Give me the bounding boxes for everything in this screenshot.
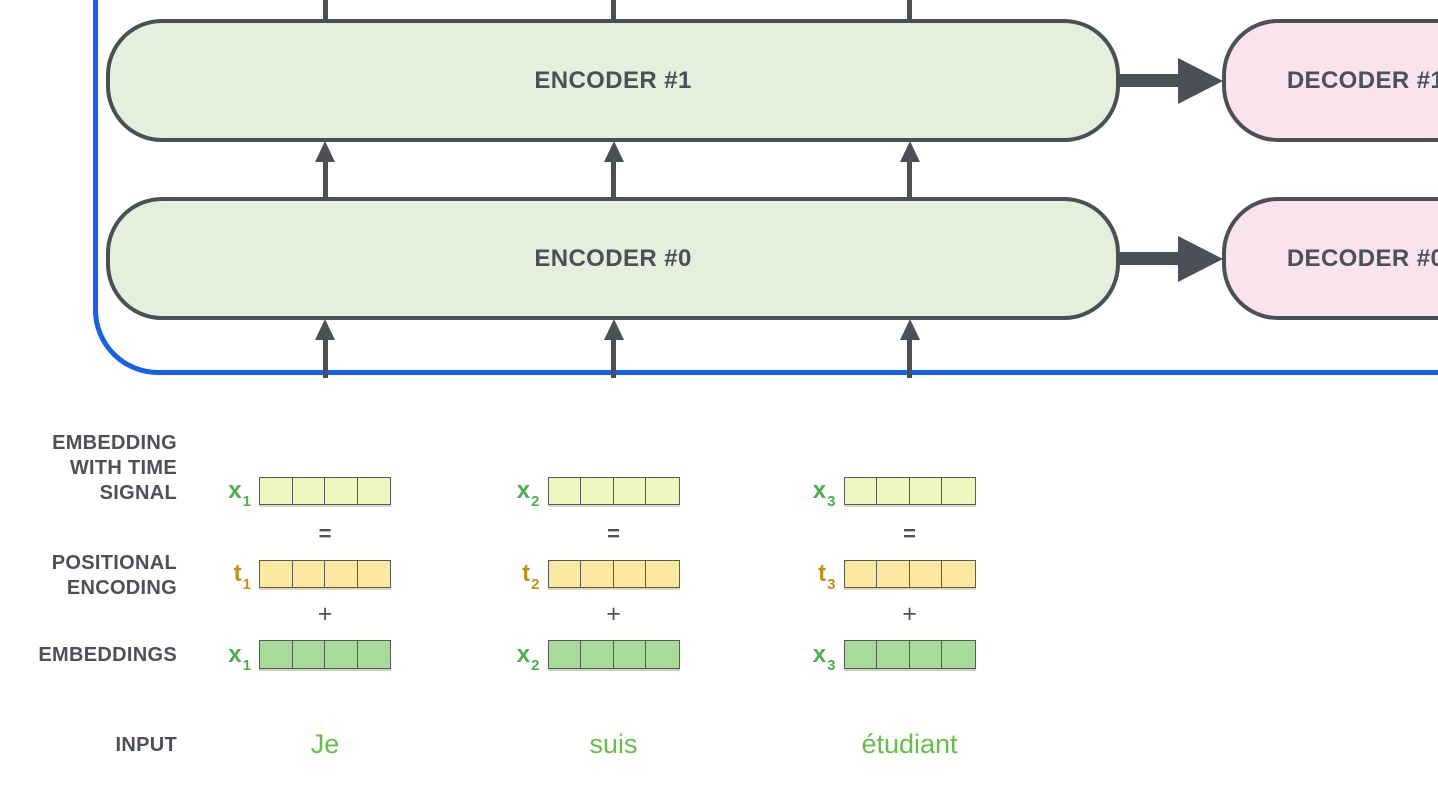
encoder-stack-frame: [93, 0, 1438, 375]
vector-label-t1: t1: [233, 560, 251, 593]
label-positional-encoding: POSITIONAL ENCODING: [51, 552, 177, 599]
plus-sign: +: [902, 600, 917, 628]
decoder-0-label: DECODER #0: [1286, 244, 1438, 272]
vector-label-x3-embedding: x3: [812, 641, 836, 674]
input-word: Je: [310, 729, 340, 759]
embedding-with-time-vector: [547, 477, 680, 505]
up-arrow-stem: [907, 0, 912, 21]
up-arrow-stem: [611, 0, 616, 21]
label-input: INPUT: [115, 734, 177, 756]
vector-label-x1-embedding: x1: [228, 641, 251, 674]
vector-cell: [291, 640, 326, 669]
vector-cell: [580, 477, 615, 505]
vector-cell: [324, 560, 359, 588]
up-arrow-stem: [322, 0, 328, 21]
vector-cell: [843, 560, 878, 588]
vector-cell: [324, 640, 359, 669]
vector-cell: [291, 560, 326, 588]
embedding-with-time-vector: [843, 477, 976, 505]
vector-cell: [843, 477, 878, 505]
plus-sign: +: [606, 600, 621, 628]
vector-cell: [645, 477, 680, 505]
vector-cell: [941, 560, 976, 588]
vector-cell: [547, 640, 582, 669]
vector-cell: [547, 477, 582, 505]
equals-sign: =: [903, 521, 916, 546]
vector-cell: [356, 560, 391, 588]
positional-encoding-vector: [843, 560, 976, 588]
encoder-0-label: ENCODER #0: [534, 244, 692, 272]
vector-cell: [876, 560, 911, 588]
decoder-1-label: DECODER #1: [1286, 66, 1438, 94]
positional-encoding-vector: [547, 560, 680, 588]
vector-cell: [612, 640, 647, 669]
label-embedding-with-time-signal: EMBEDDING WITH TIME SIGNAL: [52, 432, 177, 504]
decoder-1-box: DECODER #1: [1222, 19, 1438, 142]
vector-cell: [941, 640, 976, 669]
vector-cell: [876, 477, 911, 505]
vector-label-x1: x1: [228, 477, 251, 510]
label-embeddings: EMBEDDINGS: [38, 644, 177, 666]
vector-label-t2: t2: [522, 560, 540, 593]
plus-sign: +: [317, 600, 333, 628]
vector-label-x2: x2: [516, 477, 540, 510]
vector-cell: [612, 477, 647, 505]
vector-cell: [580, 560, 615, 588]
token-column-2: x2 = t2 + x2 suis: [517, 0, 680, 793]
vector-cell: [908, 560, 943, 588]
vector-label-x3: x3: [812, 477, 836, 510]
vector-label-t3: t3: [818, 560, 836, 593]
equals-sign: =: [318, 521, 332, 546]
vector-cell: [259, 477, 294, 505]
embedding-vector: [547, 640, 680, 669]
vector-cell: [580, 640, 615, 669]
vector-cell: [645, 640, 680, 669]
encoder-1-box: ENCODER #1: [106, 19, 1120, 142]
vector-cell: [324, 477, 359, 505]
vector-cell: [259, 640, 294, 669]
vector-cell: [908, 640, 943, 669]
embedding-with-time-vector: [259, 477, 391, 505]
input-word: étudiant: [861, 729, 958, 759]
input-word: suis: [589, 729, 638, 759]
vector-cell: [259, 560, 294, 588]
vector-cell: [908, 477, 943, 505]
vector-cell: [645, 560, 680, 588]
vector-cell: [612, 560, 647, 588]
embedding-vector: [259, 640, 391, 669]
vector-cell: [876, 640, 911, 669]
vector-cell: [291, 477, 326, 505]
equals-sign: =: [607, 521, 620, 546]
token-column-1: x1 = t1 + x1 Je: [228, 0, 391, 793]
vector-cell: [843, 640, 878, 669]
vector-cell: [547, 560, 582, 588]
vector-cell: [356, 640, 391, 669]
vector-cell: [356, 477, 391, 505]
vector-label-x2-embedding: x2: [516, 641, 540, 674]
positional-encoding-vector: [259, 560, 391, 588]
embedding-vector: [843, 640, 976, 669]
token-column-3: x3 = t3 + x3 étudiant: [813, 0, 976, 793]
encoder-0-box: ENCODER #0: [106, 197, 1120, 320]
vector-cell: [941, 477, 976, 505]
encoder-1-label: ENCODER #1: [534, 66, 692, 94]
decoder-0-box: DECODER #0: [1222, 197, 1438, 320]
